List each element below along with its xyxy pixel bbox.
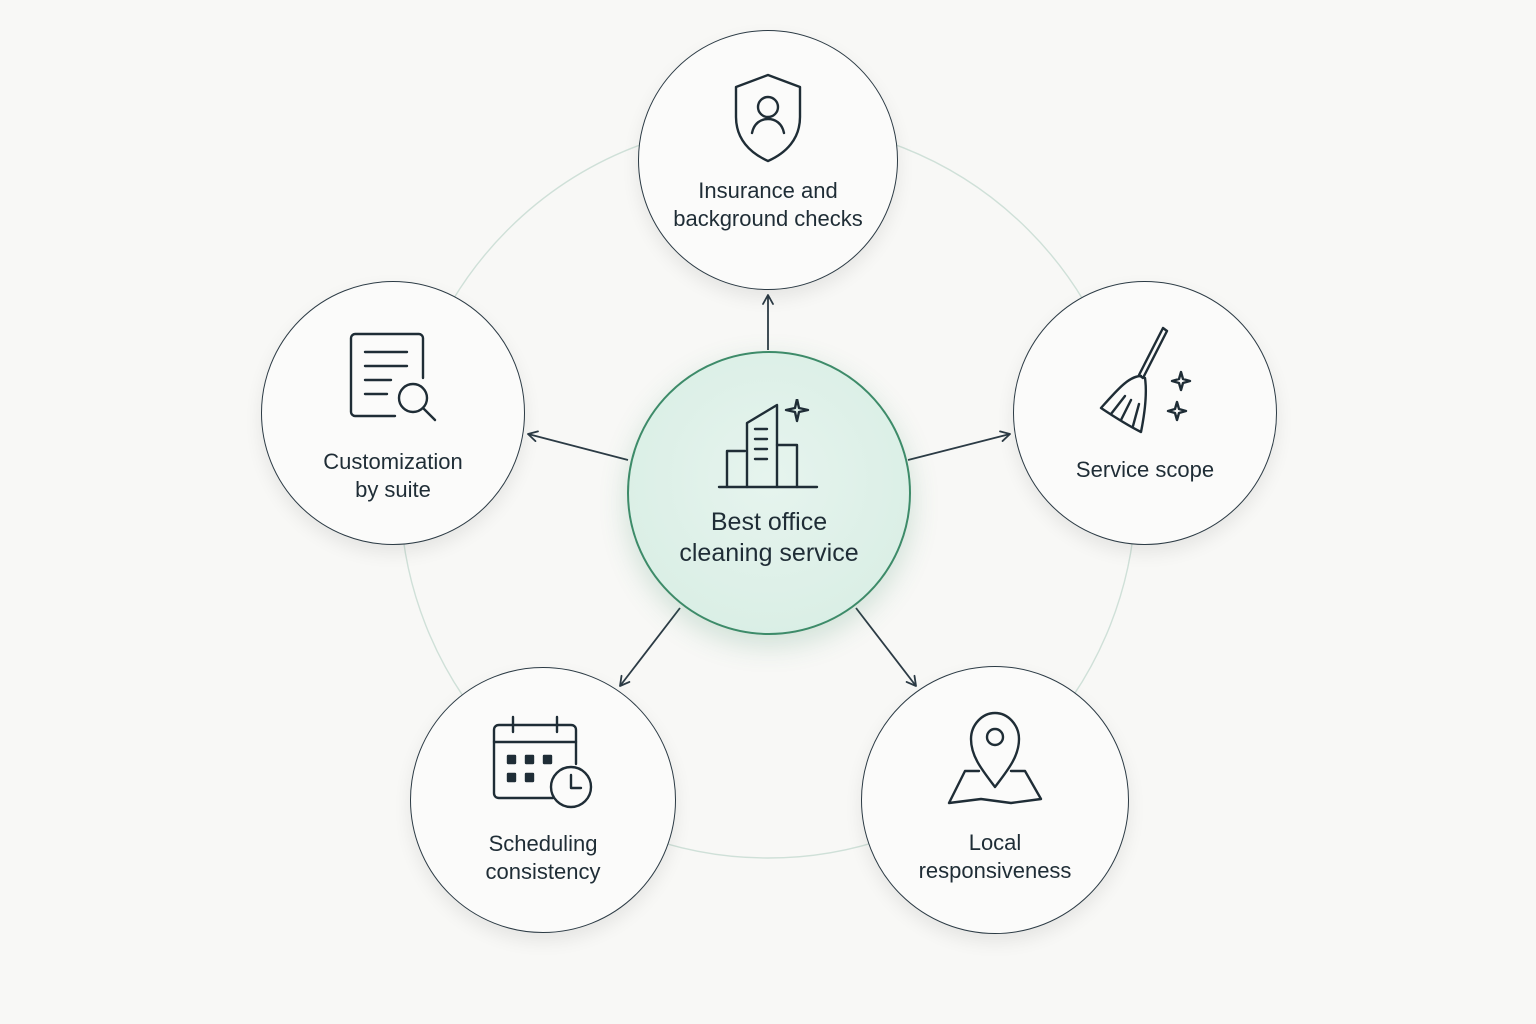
factor-label: Local responsiveness xyxy=(918,830,1072,883)
central-goal-label: Best office cleaning service xyxy=(679,508,859,567)
factor-label: Customization by suite xyxy=(323,449,463,502)
factor-node-customization: Customization by suite xyxy=(261,281,525,545)
shield-user-icon xyxy=(730,71,806,170)
factor-node-scheduling: Scheduling consistency xyxy=(410,667,676,933)
factor-label: Scheduling consistency xyxy=(485,831,601,884)
factor-label: Service scope xyxy=(1075,457,1215,482)
arrow-to-service-scope xyxy=(907,430,1011,461)
factor-node-insurance: Insurance and background checks xyxy=(638,30,898,290)
broom-sparkle-icon xyxy=(1093,324,1197,443)
map-pin-icon xyxy=(945,709,1045,814)
arrow-to-scheduling xyxy=(619,607,681,687)
central-goal-node: Best office cleaning service xyxy=(627,351,911,635)
document-search-icon xyxy=(347,332,439,429)
factor-node-local-responsiveness: Local responsiveness xyxy=(861,666,1129,934)
factor-label: Insurance and background checks xyxy=(673,178,863,231)
arrow-to-local-responsiveness xyxy=(855,607,917,687)
factor-node-service-scope: Service scope xyxy=(1013,281,1277,545)
arrow-to-customization xyxy=(527,430,629,461)
office-building-sparkle-icon xyxy=(717,397,821,496)
calendar-clock-icon xyxy=(491,714,595,815)
